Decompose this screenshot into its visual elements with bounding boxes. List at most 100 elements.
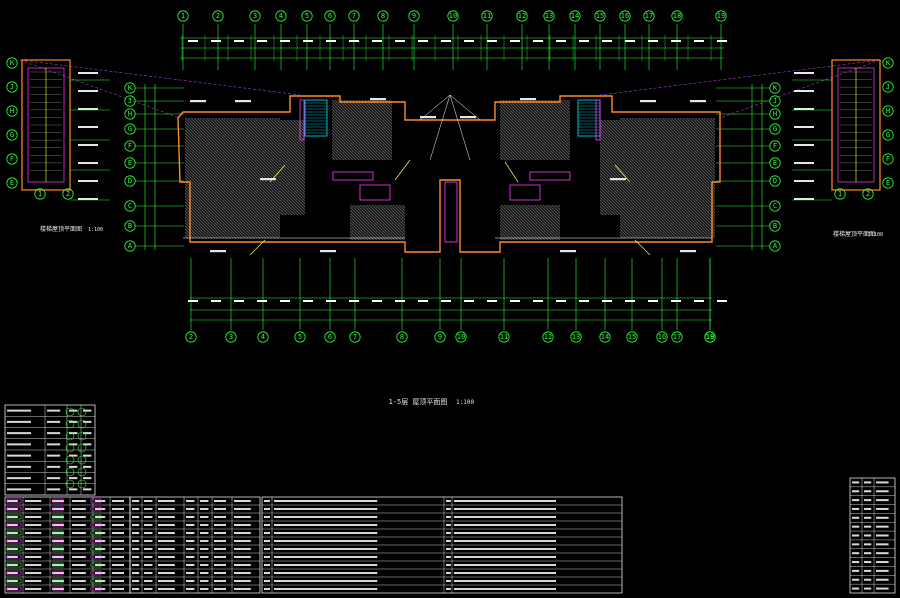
roof-hatch-line: [184, 156, 267, 239]
table-cell-text: [446, 524, 451, 526]
roof-hatch-line: [349, 224, 366, 241]
table-cell-text: [274, 532, 378, 534]
roof-hatch-line: [599, 127, 621, 149]
axis-bubble: 1: [834, 188, 846, 200]
roof-hatch-line: [600, 119, 621, 140]
axis-bubble: K: [124, 82, 136, 94]
roof-hatch-line: [565, 99, 571, 105]
roof-hatch-line: [524, 204, 561, 241]
detail-note: [78, 180, 98, 182]
dimension-value: [487, 40, 497, 42]
axis-bubble-label: 14: [601, 333, 609, 341]
roof-hatch-line: [279, 145, 306, 172]
roof-hatch-line: [658, 117, 716, 175]
roof-hatch-line: [184, 162, 261, 239]
table-cell-text: [264, 548, 270, 550]
table-cell-text: [95, 572, 106, 574]
roof-hatch-line: [520, 99, 571, 150]
guide-line: [19, 59, 301, 96]
table-cell-text: [72, 524, 86, 526]
roof-hatch-line: [184, 144, 279, 239]
table-cell-text: [446, 516, 451, 518]
table-cell-text: [132, 580, 140, 582]
axis-bubble: E: [6, 177, 18, 189]
annotation-leader: [504, 161, 519, 183]
table-cell-text: [234, 572, 251, 574]
table-cell-text: [112, 548, 124, 550]
table-cell-text: [864, 499, 872, 502]
roof-hatch-line: [331, 117, 375, 161]
axis-bubble-label: 3: [253, 12, 257, 20]
roof-hatch-line: [184, 213, 210, 239]
table-cell-text: [158, 556, 175, 558]
axis-bubble-label: 18: [673, 12, 681, 20]
detail-note: [78, 72, 98, 74]
table-cell-text: [7, 420, 31, 423]
table-cell-text: [852, 507, 860, 510]
roof-hatch-line: [331, 123, 369, 161]
roof-hatch-line: [250, 117, 281, 148]
legend-swatch: [52, 498, 64, 504]
table-cell-text: [234, 516, 251, 518]
roof-hatch-line: [184, 174, 249, 239]
table-cell-text: [214, 532, 226, 534]
roof-hatch-line: [374, 204, 406, 236]
table-cell-text: [274, 588, 378, 590]
table-cell-text: [214, 548, 226, 550]
dimension-value: [326, 40, 336, 42]
table-cell-text: [95, 564, 106, 566]
roof-hatch-line: [184, 186, 237, 239]
table-cell-text: [69, 443, 78, 446]
table-cell-text: [200, 564, 209, 566]
dimension-value: [671, 40, 681, 42]
roof-hatch-line: [599, 199, 616, 216]
table-cell-text: [144, 508, 153, 510]
axis-bubble: 19: [704, 331, 716, 343]
table-cell-text: [264, 580, 270, 582]
table-cell-text: [47, 432, 61, 435]
roof-hatch-line: [700, 117, 716, 133]
roof-hatch-line: [361, 99, 393, 131]
table-cell-text: [200, 516, 209, 518]
legend-swatch: [90, 506, 102, 512]
axis-bubble-label: C: [128, 202, 132, 210]
detail-note: [78, 198, 98, 200]
dimension-value: [717, 40, 727, 42]
table-cell-text: [876, 578, 889, 581]
axis-bubble: H: [124, 108, 136, 120]
table-cell-text: [144, 532, 153, 534]
dimension-value: [625, 300, 635, 302]
detail-note: [78, 144, 98, 146]
axis-bubble: 12: [542, 331, 554, 343]
table-cell-text: [446, 564, 451, 566]
roof-hatch-line: [208, 117, 281, 190]
table-cell-text: [876, 543, 889, 546]
roof-hatch-line: [619, 216, 642, 239]
axis-bubble: A: [769, 240, 781, 252]
axis-bubble-label: 14: [571, 12, 579, 20]
table-cell-text: [25, 548, 42, 550]
dimension-value: [464, 300, 474, 302]
detail-note: [78, 90, 98, 92]
legend-symbol: [65, 407, 75, 417]
axis-bubble: 10: [447, 10, 459, 22]
axis-bubble-circle: [124, 140, 136, 152]
axis-bubble: K: [6, 57, 18, 69]
table-cell-text: [72, 556, 86, 558]
table-cell-text: [852, 490, 860, 493]
table-cell-text: [186, 532, 195, 534]
roof-hatch-line: [184, 138, 281, 235]
table-cell-text: [25, 532, 42, 534]
table-cell-text: [69, 477, 78, 480]
roof-hatch-line: [279, 193, 302, 216]
roof-hatch-line: [244, 117, 281, 154]
axis-bubble-circle: [212, 10, 224, 22]
axis-bubble-label: 17: [673, 333, 681, 341]
roof-hatch-line: [619, 144, 714, 239]
roof-hatch-line: [619, 156, 702, 239]
left-detail-scale: 1:100: [88, 227, 103, 233]
table-cell-text: [454, 508, 556, 510]
axis-bubble-circle: [324, 10, 336, 22]
axis-bubble-label: G: [886, 131, 890, 139]
legend-swatch: [90, 554, 102, 560]
